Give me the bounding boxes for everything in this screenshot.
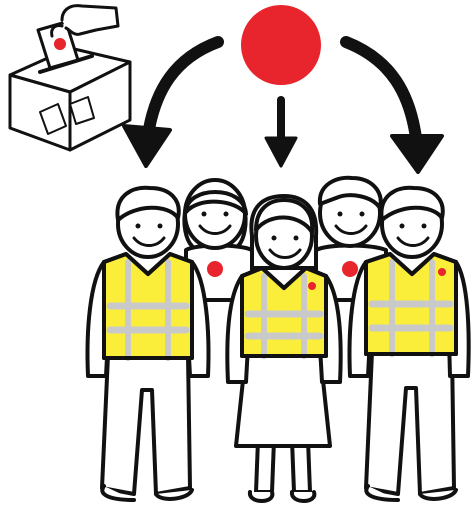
person-front-center — [227, 196, 340, 501]
badge-icon — [207, 261, 223, 277]
red-dot-icon — [241, 5, 321, 85]
badge-icon — [438, 268, 446, 276]
ballot-box-icon — [10, 6, 130, 150]
badge-icon — [342, 261, 358, 277]
badge-icon — [308, 282, 316, 290]
arrow-left-curve — [148, 42, 218, 135]
arrow-right-curve — [346, 42, 416, 138]
